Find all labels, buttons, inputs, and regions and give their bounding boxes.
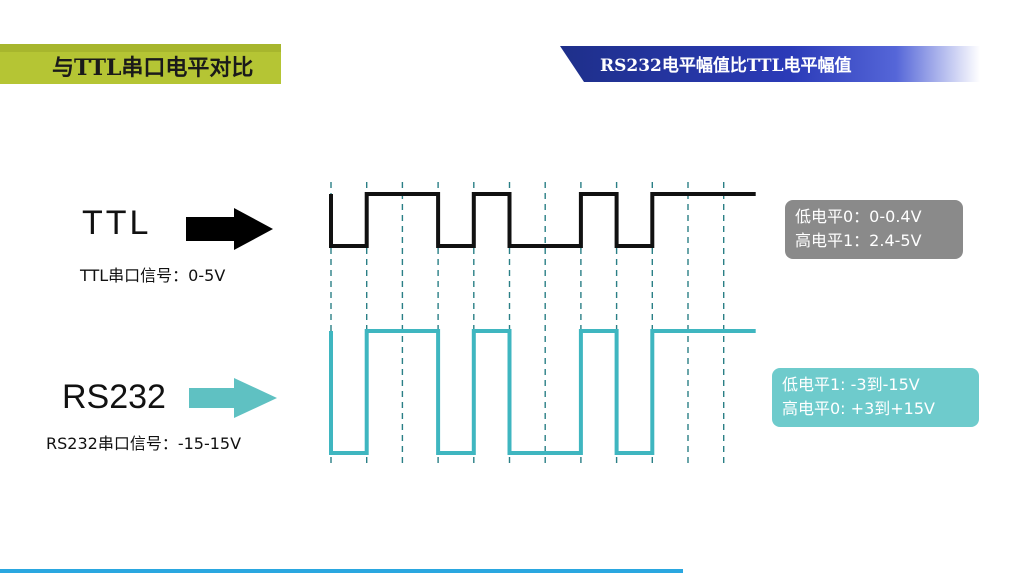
bottom-accent-line [0, 569, 683, 573]
title-bar [0, 44, 281, 84]
rs232-high-level: 高电平0: +3到+15V [782, 399, 935, 418]
rs232-levels-box: 低电平1: -3到-15V 高电平0: +3到+15V [772, 368, 979, 427]
title-bar-strip [0, 44, 281, 52]
page-title: 与TTL串口电平对比 [52, 55, 254, 81]
ttl-waveform [329, 192, 756, 248]
rs232-label: RS232 [62, 378, 166, 416]
ttl-low-level: 低电平0：0-0.4V [795, 207, 922, 226]
banner [560, 46, 980, 82]
ttl-levels-box: 低电平0：0-0.4V 高电平1：2.4-5V [785, 200, 963, 259]
ttl-arrow-icon [186, 208, 273, 250]
rs232-waveform [329, 329, 756, 455]
ttl-high-level: 高电平1：2.4-5V [795, 231, 922, 250]
rs232-low-level: 低电平1: -3到-15V [782, 375, 920, 394]
rs232-arrow-icon [189, 378, 277, 418]
timing-guides [330, 182, 725, 466]
ttl-signal-range: TTL串口信号：0-5V [80, 266, 226, 285]
banner-title: RS232电平幅值比TTL电平幅值 [600, 56, 852, 76]
rs232-signal-range: RS232串口信号：-15-15V [46, 434, 242, 453]
ttl-label: TTL [82, 204, 152, 242]
